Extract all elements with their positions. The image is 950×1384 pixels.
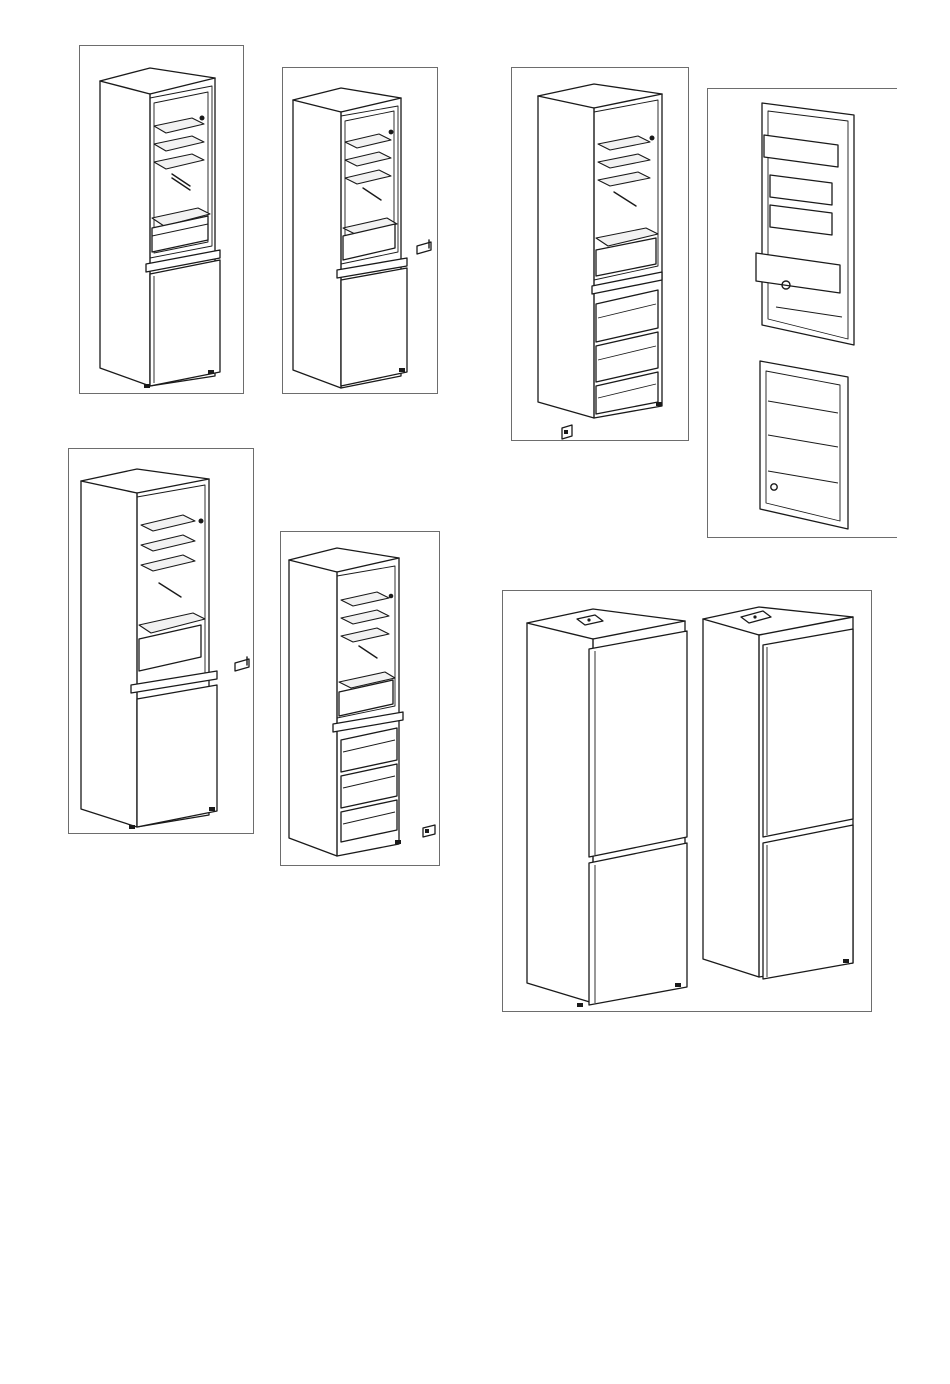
figure-fridge-open-1 <box>79 45 244 394</box>
lamp-icon <box>389 594 394 599</box>
foot <box>675 983 681 987</box>
foot <box>577 1003 583 1007</box>
freezer-door <box>150 260 220 386</box>
figure-fridge-open-2 <box>282 67 438 394</box>
lamp-icon <box>199 519 204 524</box>
doors-drawing <box>708 89 898 539</box>
figure-fridge-open-3 <box>511 67 689 441</box>
figure-fridge-open-4 <box>68 448 254 834</box>
foot <box>656 402 662 406</box>
fridge-open-drawing <box>80 46 245 395</box>
foot <box>395 840 401 844</box>
hinge-part <box>417 240 431 254</box>
closed-fridge-left <box>527 609 687 1007</box>
foot <box>144 384 150 388</box>
freezer-door <box>763 825 853 979</box>
fridge-open-drawing <box>512 68 690 442</box>
fridge-door <box>763 629 853 837</box>
lamp-icon <box>389 130 394 135</box>
closed-fridges-drawing <box>503 591 873 1013</box>
hinge-part <box>235 657 249 671</box>
foot <box>399 368 405 372</box>
foot <box>843 959 849 963</box>
fridge-door <box>756 103 854 345</box>
lamp-icon <box>200 116 205 121</box>
fridge-open-drawing <box>281 532 441 867</box>
freezer-door <box>760 361 848 529</box>
figure-fridge-open-5 <box>280 531 440 866</box>
foot <box>129 825 135 829</box>
hinge-part <box>562 425 572 439</box>
closed-fridge-right <box>703 607 853 979</box>
freezer-door <box>589 843 687 1005</box>
fridge-door <box>589 631 687 857</box>
freezer-drawers <box>341 728 397 842</box>
foot <box>208 370 214 374</box>
freezer-door <box>341 268 407 386</box>
hinge-part <box>423 825 435 837</box>
figure-closed-fridges <box>502 590 872 1012</box>
lamp-icon <box>650 136 655 141</box>
figure-removed-doors <box>707 88 897 538</box>
freezer-door <box>137 685 217 827</box>
fridge-open-drawing <box>283 68 439 395</box>
freezer-drawers <box>596 290 658 414</box>
fridge-open-drawing <box>69 449 255 835</box>
foot <box>209 807 215 811</box>
